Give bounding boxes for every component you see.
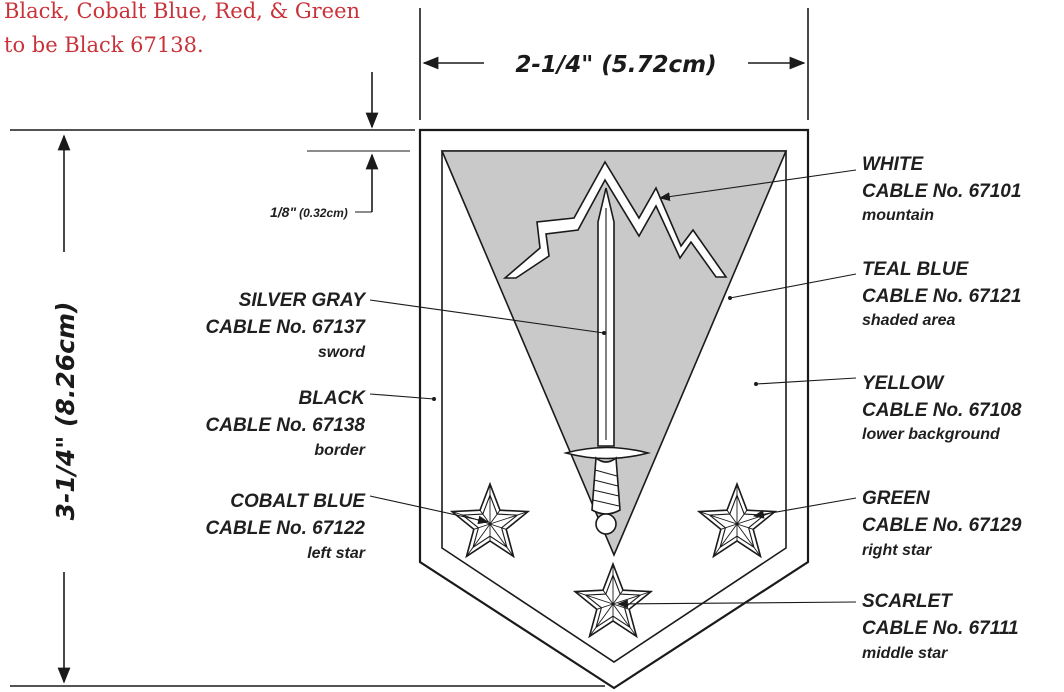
silver-part: sword xyxy=(318,344,366,361)
middle-star xyxy=(572,561,654,639)
teal-cable: CABLE No. 67121 xyxy=(862,286,1021,307)
right-star xyxy=(696,481,778,559)
patch xyxy=(418,128,810,690)
height-label: 3-1/4" (8.26cm) xyxy=(51,302,80,521)
white-color: WHITE xyxy=(862,154,925,175)
silver-cable: CABLE No. 67137 xyxy=(206,317,367,338)
silver-color: SILVER GRAY xyxy=(239,290,368,311)
green-part: right star xyxy=(862,542,932,559)
callout-green: GREEN CABLE No. 67129 right star xyxy=(752,488,1022,559)
mountain xyxy=(502,160,728,279)
scarlet-color: SCARLET xyxy=(862,591,953,612)
callout-white: WHITE CABLE No. 67101 mountain xyxy=(658,154,1021,224)
black-color: BLACK xyxy=(299,388,367,409)
black-part: border xyxy=(314,442,365,459)
teal-color: TEAL BLUE xyxy=(862,259,970,280)
border-dim-fraction: 1/8"(0.32cm) xyxy=(270,204,348,220)
callout-black: BLACK CABLE No. 67138 border xyxy=(206,388,436,459)
scarlet-cable: CABLE No. 67111 xyxy=(862,618,1019,639)
note-line-2: to be Black 67138. xyxy=(4,33,204,57)
yellow-cable: CABLE No. 67108 xyxy=(862,400,1022,421)
border-dimension: 1/8"(0.32cm) xyxy=(270,72,410,220)
green-color: GREEN xyxy=(862,488,931,509)
height-dimension: 3-1/4" (8.26cm) xyxy=(10,129,605,687)
teal-part: shaded area xyxy=(862,312,955,329)
green-cable: CABLE No. 67129 xyxy=(862,515,1022,536)
note-line-1: Black, Cobalt Blue, Red, & Green xyxy=(4,0,360,23)
width-label: 2-1/4" (5.72cm) xyxy=(515,52,716,78)
yellow-color: YELLOW xyxy=(862,373,945,394)
cobalt-cable: CABLE No. 67122 xyxy=(206,518,366,539)
cobalt-color: COBALT BLUE xyxy=(230,491,366,512)
sword xyxy=(562,187,652,535)
callout-scarlet: SCARLET CABLE No. 67111 middle star xyxy=(616,591,1019,662)
cobalt-part: left star xyxy=(307,545,366,562)
callout-silver: SILVER GRAY CABLE No. 67137 sword xyxy=(206,290,606,361)
white-part: mountain xyxy=(862,207,934,224)
black-cable: CABLE No. 67138 xyxy=(206,415,366,436)
callout-cobalt: COBALT BLUE CABLE No. 67122 left star xyxy=(206,491,490,562)
white-cable: CABLE No. 67101 xyxy=(862,181,1021,202)
callout-teal: TEAL BLUE CABLE No. 67121 shaded area xyxy=(728,259,1021,329)
scarlet-part: middle star xyxy=(862,645,948,662)
left-star xyxy=(449,481,531,559)
yellow-part: lower background xyxy=(862,426,1001,443)
callout-yellow: YELLOW CABLE No. 67108 lower background xyxy=(754,373,1022,443)
width-dimension: 2-1/4" (5.72cm) xyxy=(419,8,809,120)
